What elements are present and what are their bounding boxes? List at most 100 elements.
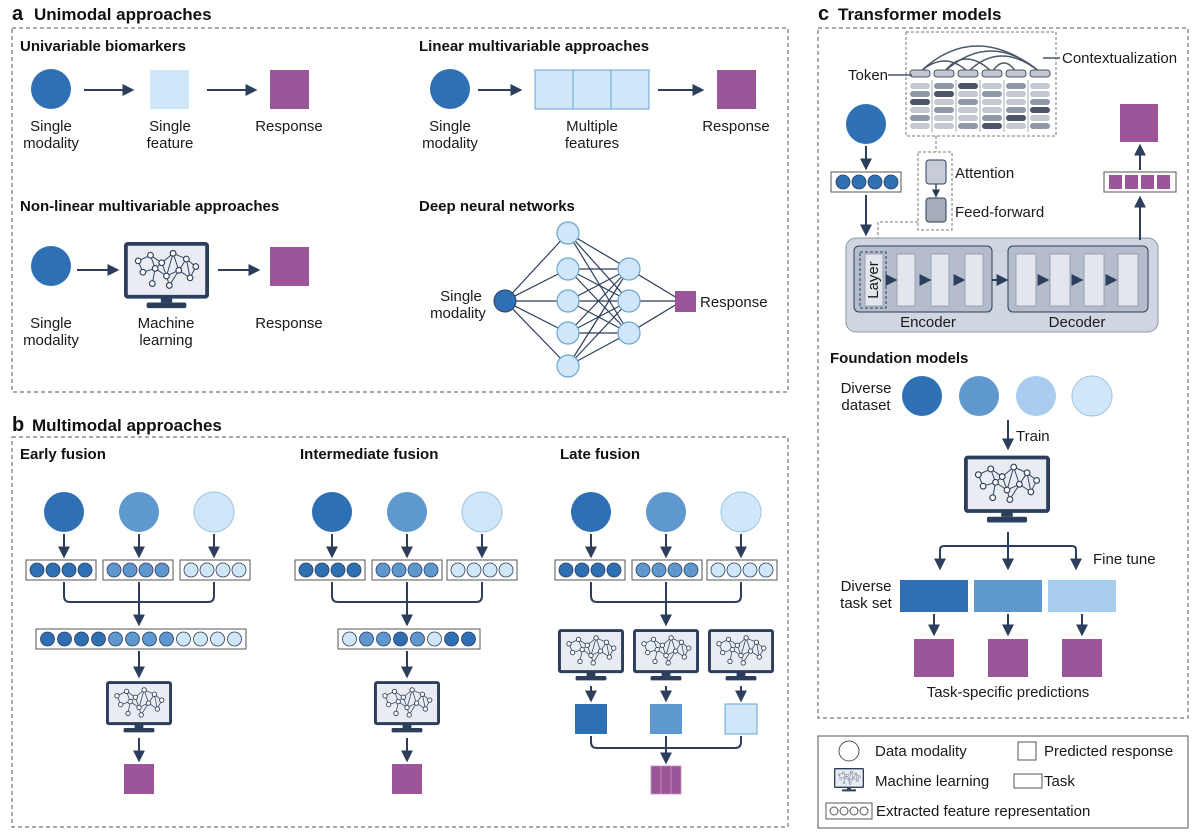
response-square	[392, 764, 422, 794]
token-feature-cell	[910, 107, 930, 113]
panel-a-title: Unimodal approaches	[34, 5, 212, 24]
feature-dot	[346, 562, 362, 578]
fusion-bracket	[590, 736, 742, 749]
feature-dot	[193, 631, 208, 647]
token-feature-cell	[958, 123, 978, 129]
prediction-square	[988, 639, 1028, 677]
token-cell	[1029, 69, 1051, 78]
panel-a: a Unimodal approaches Univariable biomar…	[11, 3, 789, 393]
dataset-circle	[959, 376, 999, 416]
modality-circle	[646, 492, 686, 532]
feature-dot	[461, 631, 476, 647]
feature-dot	[106, 562, 122, 578]
token-feature-cell	[982, 123, 1002, 129]
token-feature-cell	[934, 115, 954, 121]
square-response-icon	[1017, 741, 1037, 761]
response-square	[270, 70, 309, 109]
single-modality-circle	[430, 69, 470, 109]
modality-circle	[461, 491, 503, 533]
train-label: Train	[1016, 428, 1050, 445]
feature-dot	[176, 631, 191, 647]
label-single: Single	[149, 118, 191, 135]
feature-vector-box	[179, 559, 251, 581]
label-single: Single	[30, 118, 72, 135]
legend-data-modality: Data modality	[875, 743, 967, 760]
feature-dot	[376, 631, 391, 647]
token-cell	[957, 69, 979, 78]
feature-dot	[227, 631, 242, 647]
label-feature: feature	[147, 135, 194, 152]
panel-b: b Multimodal approaches Early fusion Int…	[11, 414, 789, 828]
label-single: Single	[440, 288, 482, 305]
feature-dot	[45, 562, 61, 578]
extracted-feature-icon	[825, 802, 873, 820]
feature-dot	[851, 174, 867, 190]
label-single: Single	[429, 118, 471, 135]
feature-dot	[375, 562, 391, 578]
feature-dot	[74, 631, 89, 647]
output-token-square	[1157, 175, 1170, 189]
feature-dot	[498, 562, 514, 578]
token-feature-cell	[1030, 99, 1050, 105]
single-modality-circle	[31, 69, 71, 109]
token-feature-cell	[982, 99, 1002, 105]
feature-dot	[314, 562, 330, 578]
feature-vector-box	[554, 559, 626, 581]
feature-dot	[758, 562, 774, 578]
late-fusion-title: Late fusion	[560, 446, 640, 463]
feature-dot	[29, 562, 45, 578]
label-modality: modality	[23, 332, 79, 349]
label-learning: learning	[139, 332, 192, 349]
layer-highlight	[859, 251, 887, 309]
single-feature-square	[150, 70, 189, 109]
label-modality: modality	[23, 135, 79, 152]
combined-response-segment	[660, 765, 672, 795]
token-feature-cell	[958, 107, 978, 113]
computer-monitor-icon	[633, 629, 699, 682]
token-feature-cell	[982, 115, 1002, 121]
token-feature-cell	[1006, 123, 1026, 129]
modality-circle	[571, 492, 611, 532]
feature-dot	[883, 174, 899, 190]
fusion-bracket	[590, 582, 742, 603]
feature-dot	[651, 562, 667, 578]
feature-dot	[342, 631, 357, 647]
output-token-square	[1125, 175, 1138, 189]
feature-dot	[742, 562, 758, 578]
token-feature-cell	[1030, 115, 1050, 121]
label-response: Response	[702, 118, 770, 135]
panel-a-letter: a	[12, 3, 24, 25]
input-embedding	[830, 171, 902, 193]
token-feature-cell	[910, 115, 930, 121]
legend-predicted-response: Predicted response	[1044, 743, 1173, 760]
feature-dot	[407, 562, 423, 578]
panel-c-letter: c	[818, 3, 829, 25]
feature-dot	[558, 562, 574, 578]
fusion-schematics	[25, 491, 778, 795]
feature-dot	[154, 562, 170, 578]
token-feature-cell	[910, 91, 930, 97]
contextualization-arcs	[919, 45, 1041, 73]
feature-vector-box	[35, 628, 247, 650]
token-feature-cell	[934, 91, 954, 97]
feature-vector-box	[371, 559, 443, 581]
dataset-label: dataset	[841, 397, 891, 414]
output-embedding	[1103, 171, 1177, 193]
decoder-layer	[1083, 253, 1105, 307]
feature-dot	[726, 562, 742, 578]
token-cell	[981, 69, 1003, 78]
feature-dot	[410, 631, 425, 647]
token-cell	[933, 69, 955, 78]
computer-monitor-icon	[558, 629, 624, 682]
intermediate-fusion-title: Intermediate fusion	[300, 446, 438, 463]
combined-response-segment	[650, 765, 662, 795]
token-cell	[1005, 69, 1027, 78]
token-feature-cell	[958, 91, 978, 97]
task-output-square	[724, 703, 758, 735]
legend-task: Task	[1044, 773, 1075, 790]
output-token-square	[1109, 175, 1122, 189]
feature-dot	[138, 562, 154, 578]
feature-dot	[466, 562, 482, 578]
token-feature-cell	[982, 83, 1002, 89]
single-modality-circle	[31, 246, 71, 286]
